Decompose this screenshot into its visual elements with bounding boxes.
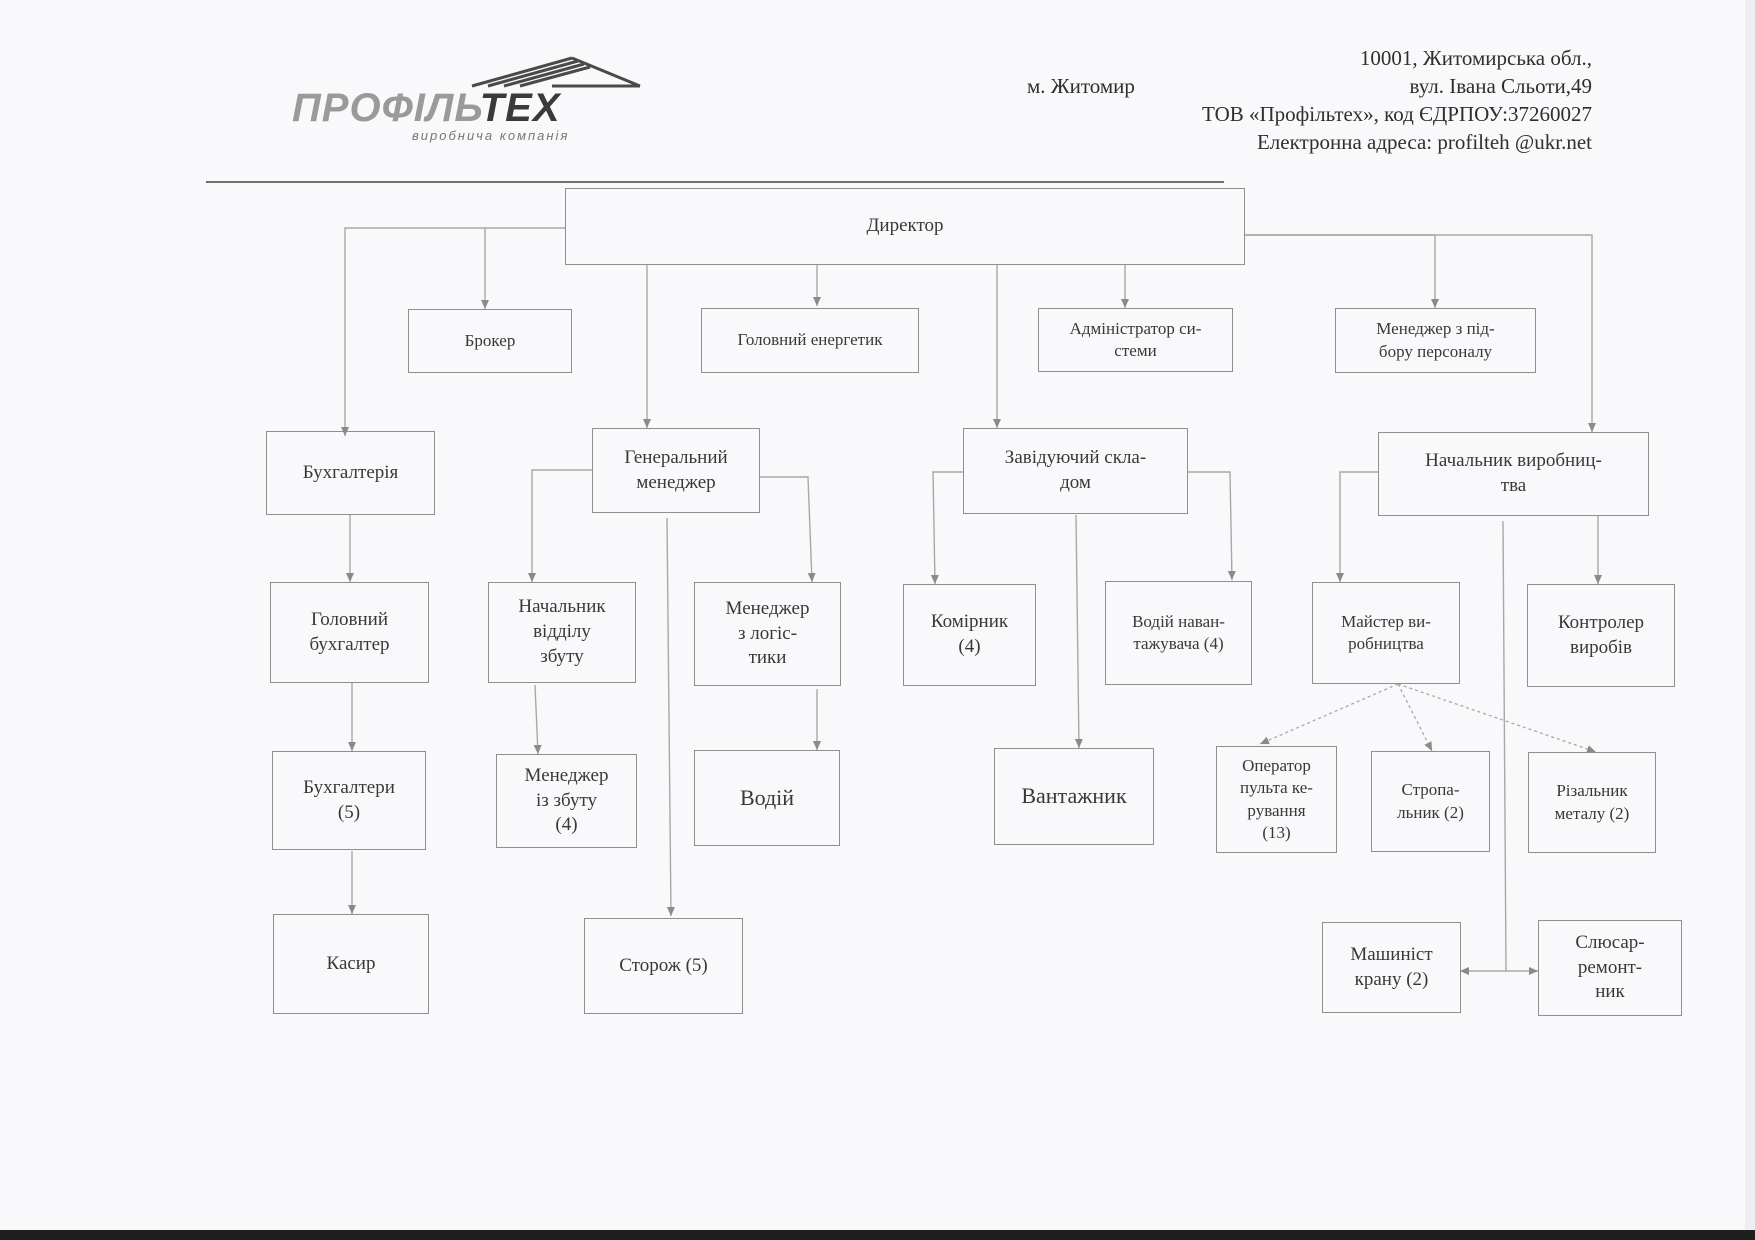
box-director: Директор	[565, 188, 1245, 265]
box-loader: Вантажник	[994, 748, 1154, 845]
box-sales-managers: Менеджер із збуту (4)	[496, 754, 637, 848]
address-line-company: ТОВ «Профільтех», код ЄДРПОУ:37260027	[1202, 102, 1592, 126]
box-sales-head: Начальник відділу збуту	[488, 582, 636, 683]
box-metal-cutter: Різальник металу (2)	[1528, 752, 1656, 853]
wire-gm-logistics	[760, 476, 816, 583]
wire-master-slinger	[1397, 683, 1433, 752]
wire-master-operator	[1259, 683, 1399, 745]
header-divider	[206, 181, 1224, 183]
address-line-email: Електронна адреса: profilteh @ukr.net	[1256, 130, 1592, 154]
box-watchman: Сторож (5)	[584, 918, 743, 1014]
box-production-head: Начальник виробниц- тва	[1378, 432, 1649, 516]
wire-gm-watchman	[666, 517, 675, 917]
box-chief-accountant: Головний бухгалтер	[270, 582, 429, 683]
wire-gm-sales-head	[528, 469, 592, 582]
wire-wh-loader-driver	[1188, 471, 1236, 581]
logo-word-part1: ПРОФІЛЬ	[292, 86, 480, 130]
box-panel-operator: Оператор пульта ке- рування (13)	[1216, 746, 1337, 853]
wire-ph-crane-repair	[1502, 520, 1507, 972]
wire-director-accounting	[341, 227, 565, 436]
box-crane-operator: Машиніст крану (2)	[1322, 922, 1461, 1013]
box-driver: Водій	[694, 750, 840, 846]
logo-tagline: виробнича компанія	[412, 128, 570, 143]
wire-wh-loader	[1074, 514, 1083, 749]
box-accounting: Бухгалтерія	[266, 431, 435, 515]
scan-edge-bottom	[0, 1230, 1755, 1240]
roof-lines-icon	[471, 56, 641, 88]
box-general-manager: Генеральний менеджер	[592, 428, 760, 513]
box-warehouse-head: Завідуючий скла- дом	[963, 428, 1188, 514]
box-hr-manager: Менеджер з під- бору персоналу	[1335, 308, 1536, 373]
box-production-master: Майстер ви- робництва	[1312, 582, 1460, 684]
wire-sales-head-managers	[533, 684, 542, 755]
wire-ph-master	[1336, 471, 1378, 582]
box-loader-driver: Водій наван- тажувача (4)	[1105, 581, 1252, 685]
box-chief-energy: Головний енергетик	[701, 308, 919, 373]
box-storekeeper: Комірник (4)	[903, 584, 1036, 686]
address-line-city: м. Житомир	[1027, 74, 1135, 98]
box-product-controller: Контролер виробів	[1527, 584, 1675, 687]
address-line-region: 10001, Житомирська обл.,	[1359, 46, 1592, 70]
wire-director-hr-manager	[1245, 234, 1439, 308]
box-cashier: Касир	[273, 914, 429, 1014]
box-repair-fitter: Слюсар- ремонт- ник	[1538, 920, 1682, 1016]
wire-director-production-head	[1245, 234, 1596, 432]
box-sysadmin: Адміністратор си- стеми	[1038, 308, 1233, 372]
box-accountants: Бухгалтери (5)	[272, 751, 426, 850]
scan-edge-right	[1745, 0, 1755, 1240]
logo-word-part2: ТЕХ	[479, 86, 561, 130]
wire-wh-storekeeper	[930, 471, 963, 585]
company-logo: ПРОФІЛЬТЕХ виробнича компанія	[292, 56, 642, 146]
box-broker: Брокер	[408, 309, 572, 373]
box-logistics-manager: Менеджер з логіс- тики	[694, 582, 841, 686]
address-line-street: вул. Івана Сльоти,49	[1409, 74, 1592, 98]
box-slinger: Стропа- льник (2)	[1371, 751, 1490, 852]
wire-master-cutter	[1397, 683, 1597, 753]
logo-wordmark: ПРОФІЛЬТЕХ	[292, 86, 561, 131]
